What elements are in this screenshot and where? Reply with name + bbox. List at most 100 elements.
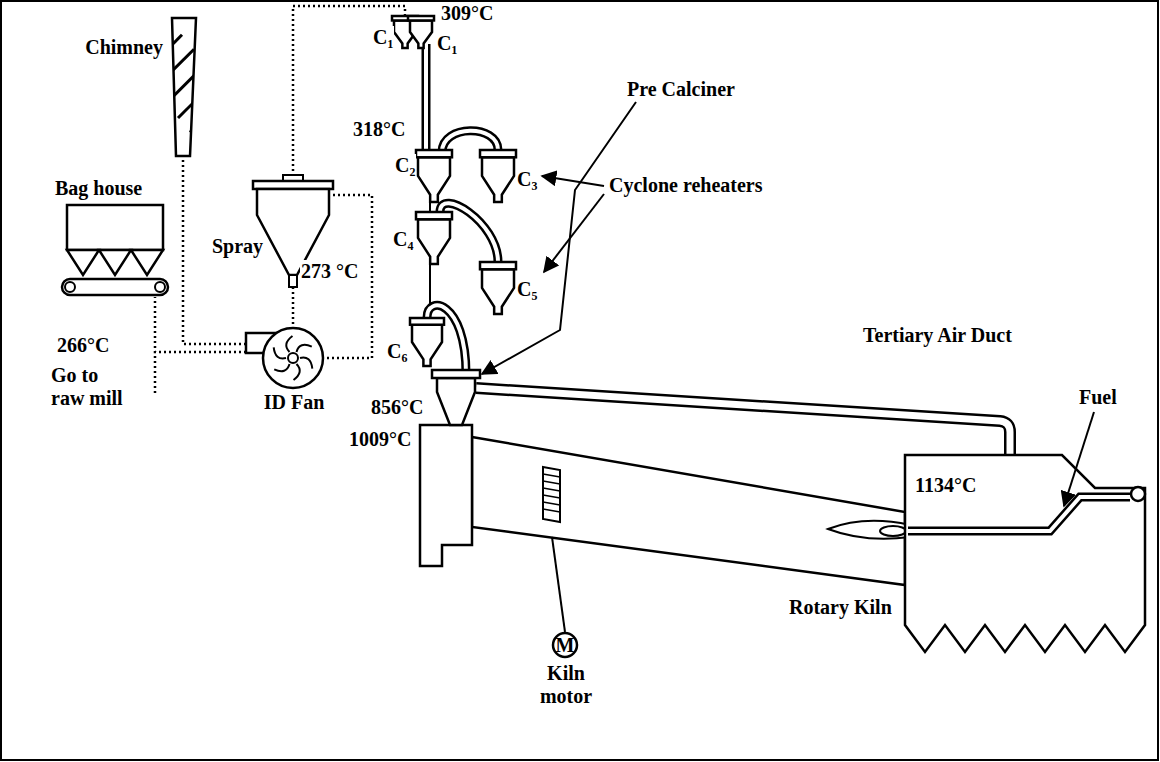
conveyor-belt <box>62 279 168 295</box>
plant-label: 1009°C <box>348 428 412 451</box>
node-label: C₄ <box>392 228 414 251</box>
cyclone-cap <box>416 212 452 219</box>
cyclone-body <box>418 219 450 264</box>
cyclone-cap <box>480 150 516 157</box>
cyclone-body <box>418 157 450 202</box>
plant-label: 856°C <box>370 396 424 419</box>
cyclone-shape <box>482 150 514 202</box>
fuel-pipe-inner <box>908 497 1130 531</box>
leader-arrow <box>542 176 604 186</box>
node-label: C₆ <box>386 340 408 363</box>
hopper <box>99 250 131 275</box>
hatch-line <box>178 78 218 118</box>
cyclone: C₁ <box>410 16 432 48</box>
cyclone-cap <box>408 16 434 20</box>
cyclone: C₄ <box>418 212 450 264</box>
spray-discharge <box>289 275 297 287</box>
fan-blade <box>274 364 289 371</box>
filter-housing <box>67 205 163 250</box>
conveyor-roller <box>155 282 165 292</box>
cyclone-outline <box>408 16 434 48</box>
fan-hub <box>288 353 298 363</box>
gear-tooth <box>543 488 560 491</box>
cyclone: C₂ <box>418 150 450 202</box>
gear-tooth <box>543 502 560 505</box>
gas-flow-line <box>155 297 246 352</box>
kiln-hood-cooler <box>905 455 1145 652</box>
duct-outline <box>422 44 431 152</box>
duct-inner <box>424 44 428 152</box>
id-fan: ID Fan <box>246 327 324 389</box>
hatch-line <box>226 136 266 176</box>
hopper <box>131 250 163 275</box>
girth-gear <box>543 467 560 522</box>
node-label: Spray <box>211 235 264 258</box>
cyclone-body <box>410 20 432 48</box>
motor-outline <box>553 633 577 657</box>
node-label: C₃ <box>516 168 538 191</box>
node-label: C₂ <box>394 154 416 177</box>
hatch-line <box>214 121 254 161</box>
motor-symbol <box>553 633 577 657</box>
node-label: Bag house <box>54 177 143 200</box>
plant-label: Pre Calciner <box>626 78 736 101</box>
cyclone-outline <box>480 150 516 202</box>
cyclone-outline <box>416 150 452 202</box>
plant-label: 273 °C <box>300 260 359 283</box>
pre-calciner <box>437 378 475 425</box>
cyclone-cap <box>480 262 516 269</box>
plant-label: Fuel <box>1078 386 1118 409</box>
node-label: C₅ <box>516 278 538 301</box>
cyclone: C₅ <box>482 262 514 314</box>
gear-tooth <box>543 509 560 512</box>
flame-core <box>880 526 906 536</box>
fan-blade <box>286 336 292 352</box>
gas-flow-line <box>292 287 295 327</box>
tertiary-duct-inner <box>476 388 1010 456</box>
cyclone-outline <box>416 212 452 264</box>
chimney-stack: Chimney <box>168 18 198 156</box>
cyclone-body <box>482 157 514 202</box>
kiln-motor: MKiln motor <box>552 632 578 658</box>
burner-flame <box>828 521 910 539</box>
fan-casing <box>263 328 323 388</box>
motor-shaft <box>552 537 565 632</box>
node-label: ID Fan <box>246 391 342 414</box>
chimney-stack-shape <box>168 18 198 156</box>
fuel-pipe-outline <box>908 497 1130 531</box>
leader-arrow <box>544 194 604 272</box>
gear-tooth <box>543 481 560 484</box>
plant-label: Rotary Kiln <box>788 596 893 619</box>
bag-house-filter-shape <box>62 205 168 297</box>
fan-blade <box>300 358 312 369</box>
gear-tooth <box>543 474 560 477</box>
node-label: C₁ <box>436 32 458 55</box>
fan-blade <box>294 364 300 380</box>
hatch-line <box>166 64 206 104</box>
hatch-line <box>202 107 242 147</box>
cyclone: C₃ <box>482 150 514 202</box>
cyclone-shape <box>410 16 432 48</box>
leader-arrow <box>482 102 636 374</box>
node-label: M <box>552 632 578 658</box>
kiln-inlet <box>420 425 472 566</box>
plant-label: Tertiary Air Duct <box>862 324 1013 347</box>
cyclone-body <box>412 325 442 366</box>
conveyor-roller <box>65 282 75 292</box>
cyclone-cap <box>410 318 444 325</box>
fan-outline <box>246 328 323 388</box>
cyclone-outline <box>410 318 444 366</box>
fan-blade <box>274 347 286 358</box>
cyclone-cap <box>416 150 452 157</box>
node-label: C₁ <box>372 26 394 49</box>
plant-label: 266°C <box>56 334 110 357</box>
gear-band <box>543 467 560 522</box>
leader-arrow <box>1064 412 1094 506</box>
rotary-kiln <box>472 437 905 585</box>
hopper <box>67 250 99 275</box>
chimney-border <box>172 18 196 156</box>
cyclone-shape <box>418 150 450 202</box>
